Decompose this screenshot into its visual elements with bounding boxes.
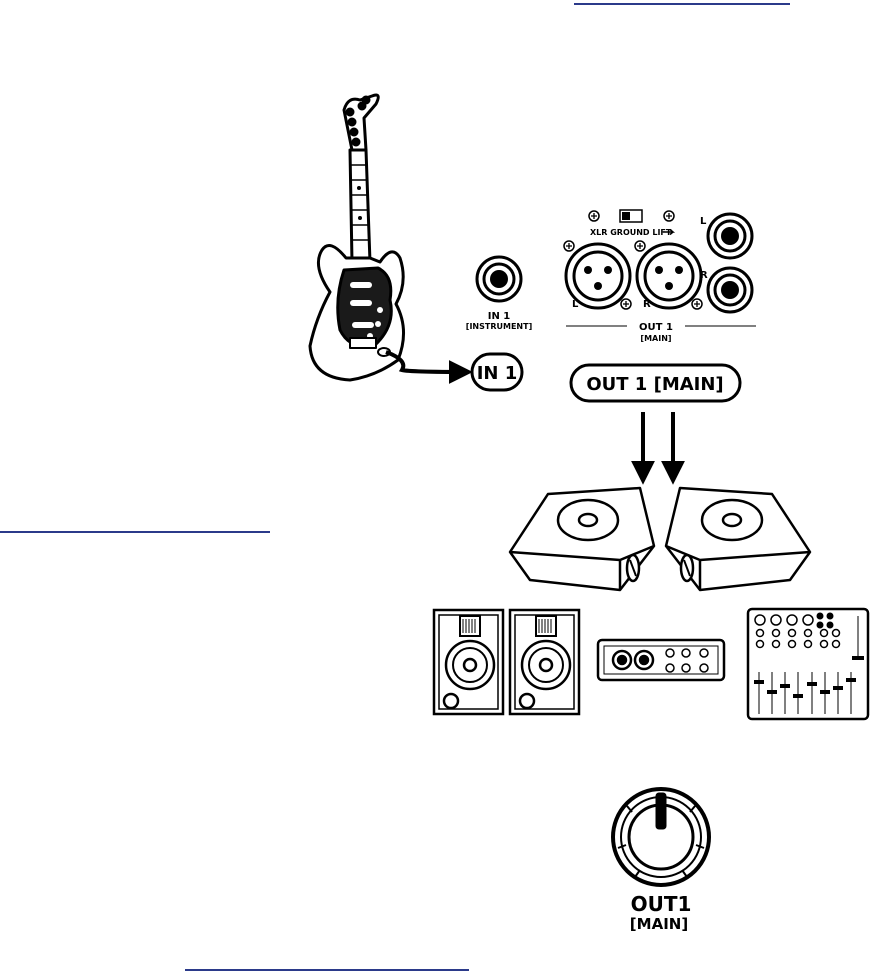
audio-interface-icon [596,638,726,682]
top-rule [574,3,790,5]
bottom-rule [185,969,469,971]
in1-panel-label: IN 1 [488,311,511,322]
floor-monitor-icon [664,486,812,592]
xlr-jack-icon [634,240,703,310]
ground-lift-switch [588,209,675,223]
out1-panel-label: OUT 1 [639,322,673,333]
jack-left-label: L [700,216,707,227]
xlr-right-label: R [643,299,651,310]
left-rule [0,531,270,533]
out1-panel-sublabel: [MAIN] [640,334,671,343]
xlr-jack-icon [563,240,632,310]
in1-badge: IN 1 [470,352,524,392]
floor-monitor-icon [508,486,656,592]
instrument-cable [385,350,473,384]
trs-jack-icon [706,212,754,260]
svg-text:OUT 1 [MAIN]: OUT 1 [MAIN] [586,374,723,395]
studio-monitor-icon [508,608,581,716]
knob-sublabel: [MAIN] [630,915,688,933]
knob-label: OUT1 [631,892,692,916]
out1-main-badge: OUT 1 [MAIN] [569,363,742,403]
studio-monitor-icon [432,608,505,716]
trs-jack-icon [706,266,754,314]
electric-guitar-icon [308,93,405,382]
xlr-left-label: L [572,299,579,310]
svg-text:IN 1: IN 1 [477,363,518,384]
mixer-icon [746,607,870,721]
jack-right-label: R [700,270,708,281]
in1-panel-sublabel: [INSTRUMENT] [466,322,532,331]
instrument-jack-icon [475,255,523,303]
ground-lift-arrow [663,228,676,236]
ground-lift-label: XLR GROUND LIFT [590,228,672,237]
volume-knob-icon [611,787,711,887]
